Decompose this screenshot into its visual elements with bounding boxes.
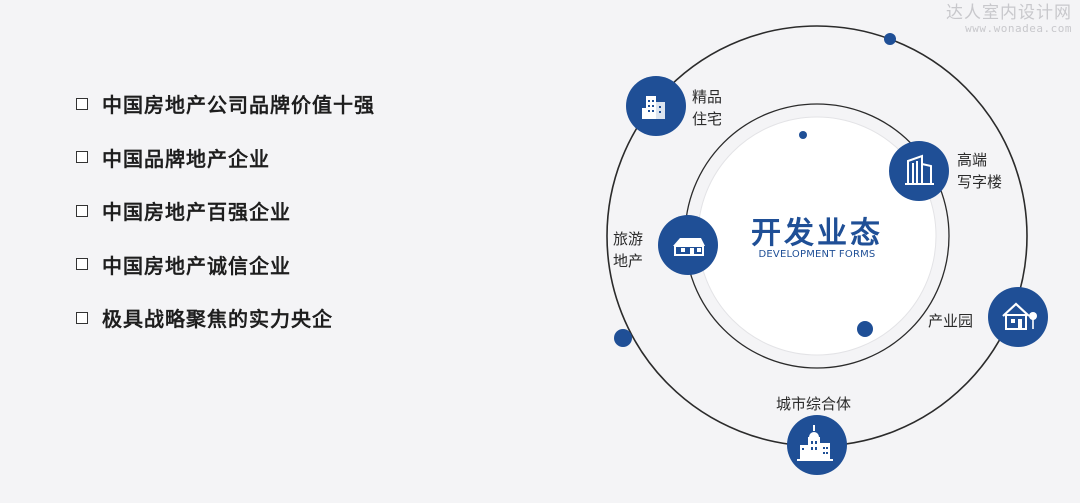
watermark-text: 达人室内设计网 [946,3,1072,23]
checkbox-icon [76,151,88,163]
node-urban-complex [787,415,847,475]
label-premium-residence: 精品 住宅 [692,88,723,128]
list-item: 极具战略聚焦的实力央企 [76,304,375,331]
node-tourism [658,215,718,275]
feature-text: 中国房地产百强企业 [102,200,291,224]
checkbox-icon [76,204,88,217]
resort-house-icon [673,238,705,256]
node-premium-residence [626,76,686,136]
checkbox-icon [76,311,88,324]
node-office [889,141,949,201]
office-tower-icon [905,154,934,185]
watermark: 达人室内设计网 www.wonadea.com [946,4,1072,35]
feature-text: 极具战略聚焦的实力央企 [102,307,333,331]
watermark-url: www.wonadea.com [965,21,1072,35]
ring-dot [799,131,807,139]
ring-dot [614,329,632,347]
list-item: 中国房地产诚信企业 [76,251,375,278]
checkbox-icon [76,97,88,110]
feature-list: 中国房地产公司品牌价值十强 中国品牌地产企业 中国房地产百强企业 中国房地产诚信… [76,90,375,358]
checkbox-icon [76,258,88,270]
label-urban-complex: 城市综合体 [776,395,852,413]
label-industrial-park: 产业园 [928,312,974,330]
center-subtitle: DEVELOPMENT FORMS [758,249,876,260]
list-item: 中国房地产公司品牌价值十强 [76,90,375,117]
ring-dot [857,321,873,337]
label-tourism: 旅游 地产 [613,230,644,270]
ring-dot [884,33,896,45]
list-item: 中国房地产百强企业 [76,197,375,224]
apartment-buildings-icon [642,96,665,119]
feature-text: 中国品牌地产企业 [102,146,270,171]
label-office: 高端 写字楼 [957,151,1003,191]
feature-text: 中国房地产诚信企业 [102,253,291,278]
house-tree-icon [1002,302,1037,330]
node-industrial-park [988,287,1048,347]
feature-text: 中国房地产公司品牌价值十强 [102,93,375,117]
list-item: 中国品牌地产企业 [76,144,375,171]
center-title: 开发业态 [751,216,883,251]
city-complex-icon [797,425,833,461]
